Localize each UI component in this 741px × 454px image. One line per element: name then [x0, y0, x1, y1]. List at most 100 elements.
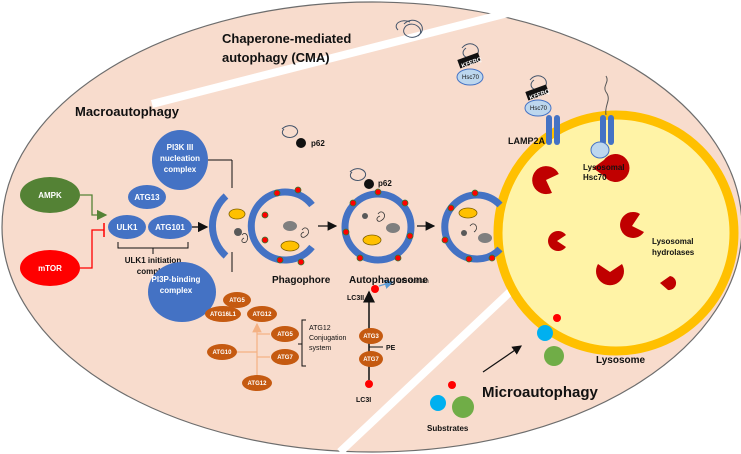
conj-atg12-bottom-node [242, 375, 272, 391]
micro-substrate-green [544, 346, 564, 366]
hydrolases-label-line2: hydrolases [652, 248, 695, 257]
conj-label-line2: Conjugation [309, 335, 346, 342]
atg101-label: ATG101 [155, 223, 185, 232]
macro-title: Macroautophagy [75, 104, 180, 119]
p62-top-label: p62 [311, 139, 325, 148]
cma-title-line2: autophagy (CMA) [222, 50, 330, 65]
micro-title: Microautophagy [482, 384, 598, 401]
atg13-node [128, 185, 166, 209]
lc3ii-label: LC3II [347, 295, 364, 302]
mtor-inhibition-line [80, 229, 104, 269]
micro-arrow [482, 345, 522, 373]
conj-label-line1: ATG12 [309, 325, 331, 332]
substrate-blue [430, 395, 446, 411]
pi3k-line3: complex [164, 165, 197, 174]
pi3k-line2: nucleation [160, 154, 200, 163]
ampk-node [20, 177, 80, 213]
atg13-label: ATG13 [134, 193, 160, 202]
hydrolases-label-line1: Lysosomal [652, 237, 694, 246]
p62-auto-label: p62 [378, 179, 392, 188]
lysosome [493, 110, 739, 356]
lysosomal-hsc70 [590, 141, 610, 159]
pi3p-atg16l1-node [205, 306, 241, 322]
lyso-hsc70-line2: Hsc70 [583, 173, 607, 182]
pi3p-atg5-node [223, 292, 251, 308]
ulk1-label: ULK1 [117, 223, 138, 232]
lc3i-label: LC3I [356, 397, 371, 404]
mtor-label: mTOR [38, 264, 62, 273]
lir-label: LIR domain [398, 279, 429, 285]
pi3p-node [148, 262, 216, 322]
lc3-atg7-label: ATG7 [363, 357, 379, 363]
phagophore-cargo [280, 221, 309, 252]
conj-atg10-node [207, 344, 237, 360]
hydrolase-icon [548, 231, 566, 251]
conj-label-line3: system [309, 345, 331, 352]
micro-substrate-blue [537, 325, 553, 341]
ulk-bracket [117, 242, 189, 254]
pi3p-atg16l1-label: ATG16L1 [210, 312, 237, 318]
hydrolase-icon [620, 211, 644, 238]
cma-substrate-2: KFERQ Hsc70 [524, 75, 552, 117]
hsc70-1: Hsc70 [462, 75, 480, 81]
ampk-label: AMPK [38, 191, 62, 200]
cma-title-line1: Chaperone-mediated [222, 31, 351, 46]
pi3p-line2: complex [160, 286, 193, 295]
ulk-complex-label-line2: complex [137, 267, 170, 276]
atg101-node [148, 215, 192, 239]
conj-atg7-node [271, 349, 299, 365]
autophagosome-lc3-dots [342, 188, 414, 262]
lc3-atg3-label: ATG3 [363, 334, 379, 340]
hydrolase-icon [532, 166, 559, 195]
phagophore-membrane [247, 188, 315, 264]
conj-atg12-bottom-label: ATG12 [248, 381, 268, 387]
lysosome-label: Lysosome [596, 355, 646, 366]
hydrolase-icon [660, 276, 677, 291]
lir-arrow [378, 279, 395, 289]
pi3p-atg12-node [247, 306, 277, 322]
conj-atg5-node [271, 326, 299, 342]
fusing-cargo [458, 207, 492, 243]
conj-atg7-label: ATG7 [277, 355, 293, 361]
cma-substrate-free [395, 19, 423, 38]
conj-atg10-label: ATG10 [213, 350, 233, 356]
phagophore-lc3-dots [261, 186, 305, 266]
fusing-autophagosome [441, 191, 503, 263]
pi3p-atg12-label: ATG12 [253, 312, 273, 318]
autophagosome-cargo [362, 211, 400, 246]
pi3p-atg5-label: ATG5 [229, 298, 245, 304]
pe-label: PE [386, 345, 396, 352]
cma-substrate-1: KFERQ Hsc70 [456, 43, 484, 86]
hydrolase-icon [596, 264, 624, 286]
lc3i-dot [365, 380, 373, 388]
micro-substrate-red [553, 314, 561, 322]
conj-atg5-label: ATG5 [277, 332, 293, 338]
isolation-membrane [209, 193, 229, 259]
stage1-cargo [228, 208, 249, 243]
fusing-lc3-dots [441, 189, 496, 263]
hydrolase-icon [593, 154, 630, 183]
phagophore-label: Phagophore [272, 275, 331, 286]
substrate-green [452, 396, 474, 418]
lc3-atg3-node [359, 328, 383, 344]
substrates-label: Substrates [427, 424, 469, 433]
hsc70-2: Hsc70 [530, 106, 548, 112]
lyso-hsc70-line1: Lysosomal [583, 163, 625, 172]
conj-bracket [298, 319, 306, 367]
p62-free: p62 [281, 125, 325, 148]
pi3p-line1: PI3P-binding [152, 275, 201, 284]
pi3k-node [152, 130, 208, 190]
lc3-atg7-node [359, 351, 383, 367]
p62-autophagosome: p62 [349, 168, 392, 189]
autophagosome-label: Autophagosome [349, 275, 428, 286]
ulk1-node [108, 215, 146, 239]
lamp2a-receptor [546, 75, 614, 145]
mtor-node [20, 250, 80, 286]
lc3ii-dot [371, 285, 379, 293]
lamp2a-label: LAMP2A [508, 136, 546, 146]
pi3k-line1: PI3K III [167, 143, 194, 152]
substrate-red [448, 381, 456, 389]
divider-top [151, 8, 513, 108]
ampk-activation-arrow [80, 194, 108, 221]
